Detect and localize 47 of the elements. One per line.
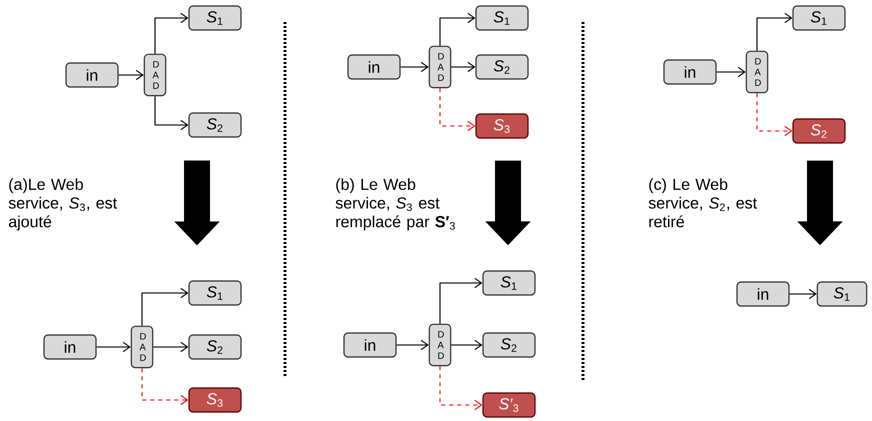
service-box: in: [347, 54, 401, 80]
caption-text: (c) Le Web service, S$_{2}$, est retiré: [648, 178, 757, 228]
arrow: [154, 12, 188, 54]
arrow: [756, 12, 792, 51]
arrow: [141, 368, 188, 406]
service-box: S$_{1}$: [475, 5, 529, 31]
arrow: [790, 288, 817, 300]
service-box: in: [343, 332, 397, 358]
dispatcher-box: D A D: [428, 324, 452, 366]
service-box: S$_{1}$: [816, 281, 868, 307]
service-box: S$_{2}$: [792, 118, 846, 144]
arrow: [439, 366, 482, 410]
arrow: [451, 62, 476, 72]
dispatcher-box: D A D: [130, 326, 154, 368]
arrow: [439, 12, 476, 46]
service-box: in: [43, 334, 97, 360]
service-box: S′$_{3}$: [482, 392, 536, 418]
dispatcher-box: D A D: [746, 50, 768, 94]
service-box: S$_{1}$: [188, 5, 242, 31]
service-box: S$_{1}$: [188, 280, 242, 306]
service-box: S$_{1}$: [792, 5, 846, 31]
arrow: [716, 66, 746, 78]
service-box: S$_{1}$: [482, 270, 536, 296]
arrow: [154, 96, 188, 130]
service-box: S$_{2}$: [475, 54, 529, 80]
arrow: [439, 278, 482, 324]
arrow: [400, 62, 429, 72]
arrow: [96, 342, 131, 352]
service-box: S$_{2}$: [188, 112, 242, 138]
arrow: [756, 93, 792, 136]
service-box: S$_{2}$: [188, 334, 242, 360]
arrow: [451, 340, 482, 350]
service-box: in: [65, 62, 119, 88]
dispatcher-box: D A D: [144, 54, 166, 96]
arrow: [118, 70, 144, 80]
service-box: S$_{2}$: [482, 332, 536, 358]
service-box: S$_{3}$: [475, 113, 529, 139]
service-box: in: [663, 59, 717, 85]
arrow: [153, 342, 188, 352]
service-box: S$_{3}$: [188, 387, 242, 413]
caption-text: (b) Le Web service, S$_{3}$ est remplacé par S′$_{3}$: [336, 178, 455, 230]
arrow: [439, 88, 476, 132]
caption-text: (a)Le Web service, S$_{3}$, est ajouté: [8, 178, 117, 230]
service-box: in: [736, 281, 790, 307]
arrow: [141, 288, 188, 326]
arrow: [396, 340, 429, 350]
dispatcher-box: D A D: [428, 46, 452, 88]
